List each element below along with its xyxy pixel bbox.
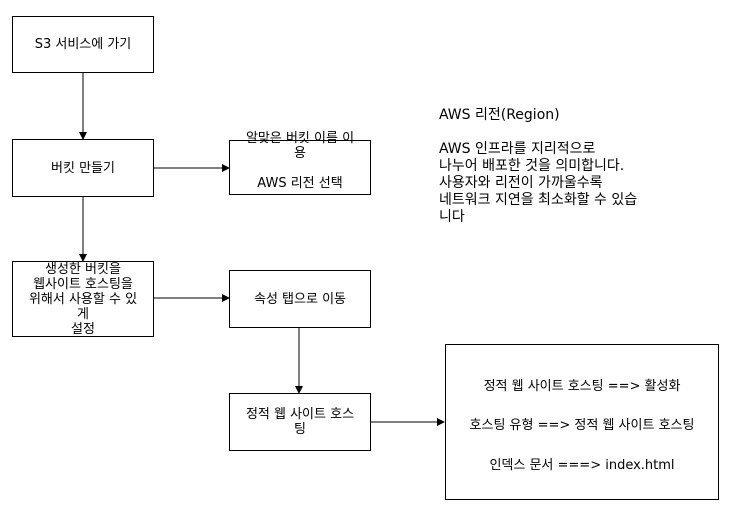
node-props: 속성 탭으로 이동 xyxy=(229,270,371,328)
node-setup-line: 웹사이트 호스팅을 xyxy=(33,276,133,292)
node-setup-line: 게 xyxy=(77,306,89,322)
node-name-region-text: 알맞은 버킷 이름 이 용 AWS 리전 선택 xyxy=(246,131,354,191)
node-static-text: 정적 웹 사이트 호스 팅 xyxy=(246,407,354,437)
region-note: AWS 리전(Region) AWS 인프라를 지리적으로 나누어 배포한 것을… xyxy=(439,107,709,226)
node-setup-line: 생성한 버킷을 xyxy=(45,261,121,277)
node-setup-line: 설정 xyxy=(71,321,95,337)
region-note-line: 사용자와 리전이 가까울수록 xyxy=(439,175,603,191)
node-static-line: 정적 웹 사이트 호스 xyxy=(245,407,355,422)
hosting-detail-row: 인덱스 문서 ===> index.html xyxy=(489,458,675,473)
node-name-region-line: AWS 리전 선택 xyxy=(257,176,343,191)
region-note-line: 네트워크 지연을 최소화할 수 있습 xyxy=(439,192,638,208)
region-note-line: AWS 인프라를 지리적으로 xyxy=(439,141,596,157)
node-setup-line: 위해서 사용할 수 있 xyxy=(28,291,138,307)
region-note-line: 니다 xyxy=(439,209,465,225)
hosting-detail-box: 정적 웹 사이트 호스팅 ==> 활성화 호스팅 유형 ==> 정적 웹 사이트… xyxy=(445,344,719,500)
region-note-spacer xyxy=(439,124,709,141)
node-props-line: 속성 탭으로 이동 xyxy=(254,291,346,307)
node-s3: S3 서비스에 가기 xyxy=(12,16,154,73)
hosting-detail-row: 호스팅 유형 ==> 정적 웹 사이트 호스팅 xyxy=(469,418,695,433)
node-s3-line: S3 서비스에 가기 xyxy=(34,37,132,52)
region-note-line: 나누어 배포한 것을 의미합니다. xyxy=(439,158,625,174)
node-bucket: 버킷 만들기 xyxy=(12,139,154,197)
node-static: 정적 웹 사이트 호스 팅 xyxy=(229,393,371,451)
node-props-text: 속성 탭으로 이동 xyxy=(254,292,346,307)
node-name-region: 알맞은 버킷 이름 이 용 AWS 리전 선택 xyxy=(229,131,371,195)
node-bucket-text: 버킷 만들기 xyxy=(51,161,115,176)
node-static-line: 팅 xyxy=(294,422,306,437)
node-bucket-line: 버킷 만들기 xyxy=(51,160,115,176)
node-name-region-line: 알맞은 버킷 이름 이 xyxy=(245,131,355,146)
node-name-region-line xyxy=(246,161,354,176)
hosting-detail-row: 정적 웹 사이트 호스팅 ==> 활성화 xyxy=(483,379,681,394)
node-setup-text: 생성한 버킷을 웹사이트 호스팅을 위해서 사용할 수 있 게 설정 xyxy=(29,262,137,337)
region-note-title: AWS 리전(Region) xyxy=(439,107,560,123)
node-name-region-line: 용 xyxy=(294,146,306,161)
node-s3-text: S3 서비스에 가기 xyxy=(35,37,132,52)
node-setup: 생성한 버킷을 웹사이트 호스팅을 위해서 사용할 수 있 게 설정 xyxy=(12,261,154,337)
